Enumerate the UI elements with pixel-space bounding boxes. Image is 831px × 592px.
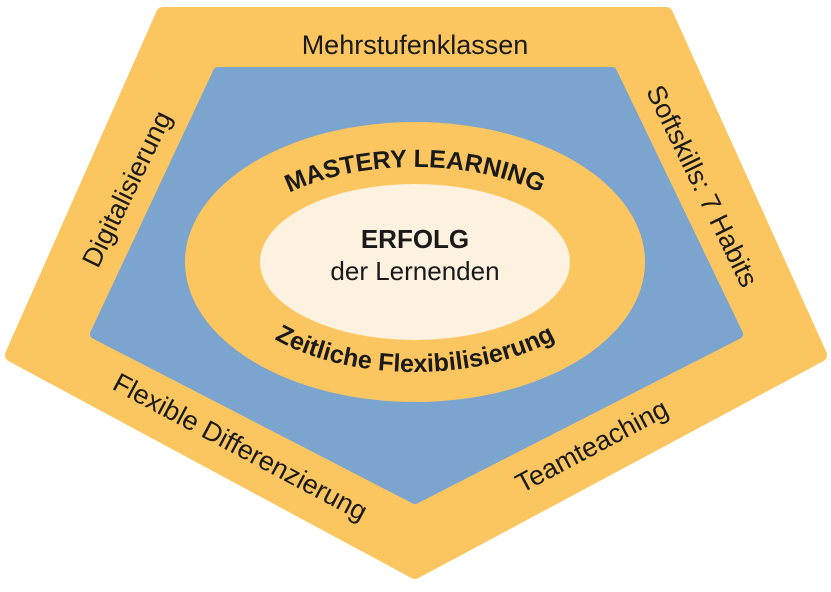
- core-title: ERFOLG: [361, 224, 469, 254]
- core-subtitle: der Lernenden: [330, 256, 499, 286]
- label-top: Mehrstufenklassen: [302, 30, 529, 60]
- core-ellipse: [260, 184, 570, 340]
